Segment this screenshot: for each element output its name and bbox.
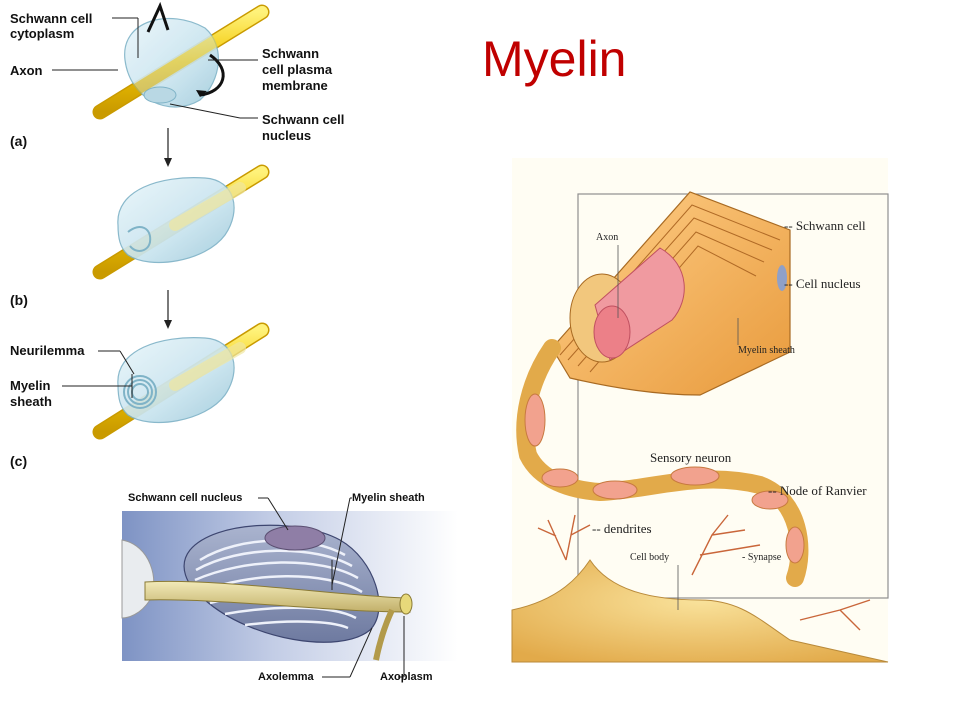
label-cell-nucleus: -- Cell nucleus: [784, 276, 861, 291]
label-sensory-neuron: Sensory neuron: [650, 450, 732, 465]
label-schwann-cytoplasm-1: Schwann cell: [10, 11, 93, 26]
label-myelin-sheath-2: sheath: [10, 394, 52, 409]
label-schwann-nucleus-1: Schwann cell: [262, 112, 345, 127]
label-cell-body: Cell body: [630, 552, 670, 563]
label-schwann-cell: -- Schwann cell: [784, 218, 866, 233]
label-plasma-membrane-2: cell plasma: [262, 62, 333, 77]
label-synapse: - Synapse: [742, 552, 782, 563]
label-cross-myelin-sheath: Myelin sheath: [352, 492, 425, 504]
panel-a-illustration: [92, 1, 270, 120]
label-axon: Axon: [10, 63, 43, 78]
label-plasma-membrane-1: Schwann: [262, 46, 320, 61]
label-axoplasm: Axoplasm: [380, 671, 433, 683]
cross-section-illustration: [121, 511, 458, 661]
panel-c-illustration: [92, 322, 270, 440]
panel-label-c: (c): [10, 453, 28, 469]
slide-title: Myelin: [482, 31, 627, 87]
label-dendrites: -- dendrites: [592, 521, 652, 536]
label-plasma-membrane-3: membrane: [262, 78, 328, 93]
label-neurilemma: Neurilemma: [10, 343, 85, 358]
panel-b-illustration: [92, 164, 270, 280]
label-axolemma: Axolemma: [258, 671, 314, 683]
panel-label-a: (a): [10, 133, 28, 149]
label-node-of-ranvier: -- Node of Ranvier: [768, 483, 867, 498]
label-neuron-axon: Axon: [596, 232, 619, 243]
label-myelin-sheath-1: Myelin: [10, 378, 51, 393]
label-cross-schwann-nucleus: Schwann cell nucleus: [128, 492, 243, 504]
label-schwann-cytoplasm-2: cytoplasm: [10, 26, 75, 41]
label-schwann-nucleus-2: nucleus: [262, 128, 312, 143]
label-neuron-myelin-sheath: Myelin sheath: [738, 345, 795, 356]
panel-label-b: (b): [10, 292, 28, 308]
